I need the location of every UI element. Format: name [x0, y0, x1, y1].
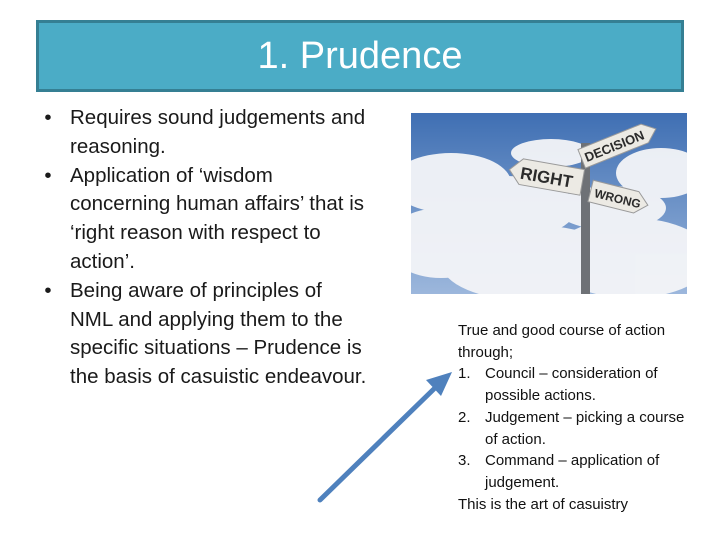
step-text: Council – consideration of possible acti…	[485, 365, 658, 405]
bullet-dot: •	[44, 163, 52, 187]
step-number: 2.	[458, 408, 471, 426]
bullet-text: Being aware of principles of NML and app…	[70, 278, 367, 389]
signpost-pole	[581, 143, 590, 294]
title-banner: 1. Prudence	[36, 20, 684, 92]
step-number: 3.	[458, 452, 471, 470]
caption-outro: This is the art of casuistry	[458, 495, 629, 513]
caption-steps: 1. Council – consideration of possible ac…	[458, 363, 698, 493]
sign-right: RIGHT	[508, 158, 586, 196]
bullet-dot: •	[44, 278, 52, 302]
caption-step: 3. Command – application of judgement.	[458, 450, 698, 493]
caption-step: 2. Judgement – picking a course of action…	[458, 407, 698, 450]
sign-wrong: WRONG	[587, 179, 649, 214]
step-text: Command – application of judgement.	[485, 452, 660, 491]
caption-intro: True and good course of action through;	[458, 322, 666, 361]
caption-step: 1. Council – consideration of possible ac…	[458, 363, 698, 406]
bullet-dot: •	[44, 106, 52, 129]
step-number: 1.	[458, 365, 471, 383]
bullet-item: • Being aware of principles of NML and ap…	[38, 277, 368, 392]
bullet-item: • Requires sound judgements and reasoning…	[38, 104, 368, 162]
step-text: Judgement – picking a course of action.	[485, 408, 685, 448]
bullet-text: Application of ‘wisdom concerning human …	[70, 163, 364, 273]
slide-title: 1. Prudence	[257, 34, 463, 77]
caption-block: True and good course of action through; …	[458, 320, 698, 515]
bullet-item: • Application of ‘wisdom concerning human…	[38, 162, 368, 277]
signpost-illustration: DECISION RIGHT WRONG	[411, 113, 687, 294]
bullet-list: • Requires sound judgements and reasoning…	[38, 104, 368, 392]
signpost-photo: DECISION RIGHT WRONG	[411, 113, 687, 294]
bullet-text: Requires sound judgements and reasoning.	[70, 106, 366, 158]
